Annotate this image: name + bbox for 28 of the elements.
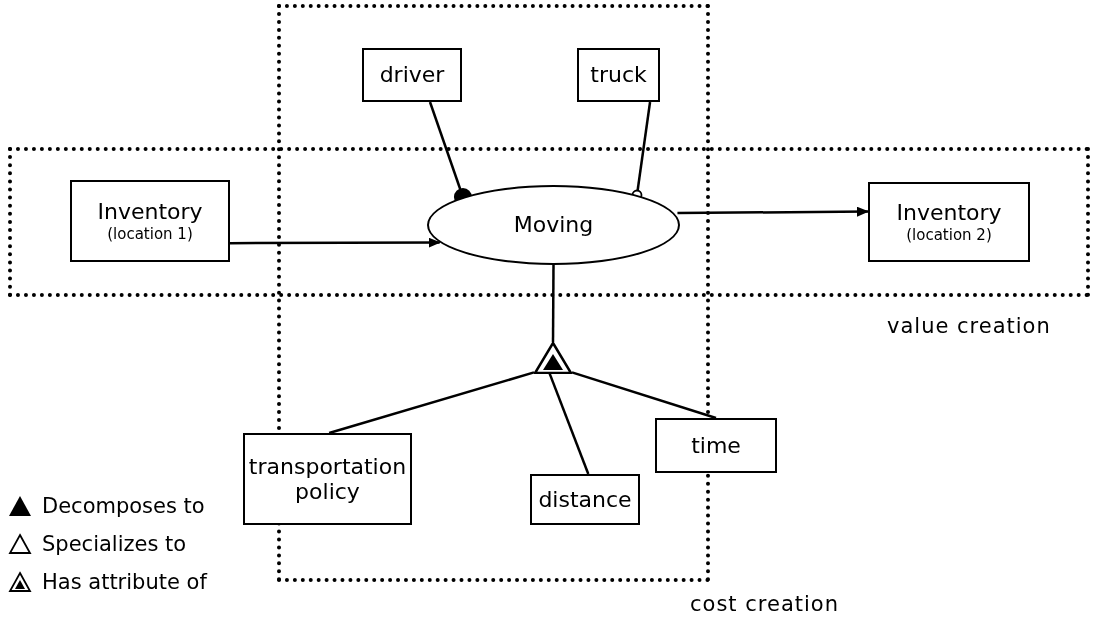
entity-box <box>70 180 230 262</box>
arrow <box>230 237 441 248</box>
node-label: time <box>691 432 741 459</box>
connector-line <box>548 371 590 475</box>
node-label: Moving <box>513 212 594 238</box>
connector-line <box>551 265 555 342</box>
node-label: driver <box>379 62 445 88</box>
arrow <box>677 206 869 217</box>
node-sublabel: (location 2) <box>906 225 992 244</box>
legend-label: Decomposes to <box>42 494 205 518</box>
attribute-triangle-icon <box>534 342 572 374</box>
node-label: Inventory <box>896 200 1002 226</box>
legend-label: Specializes to <box>42 532 187 556</box>
legend-label: Has attribute of <box>42 570 207 594</box>
node-label: transportation policy <box>247 453 408 505</box>
entity-box <box>577 48 660 102</box>
entity-box <box>362 48 462 102</box>
entity-box <box>530 474 640 525</box>
node-label: truck <box>590 62 647 88</box>
connector-line <box>328 371 535 435</box>
entity-box <box>243 433 412 525</box>
node-sublabel: (location 1) <box>107 224 193 243</box>
entity-box <box>655 418 777 473</box>
node-label: Inventory <box>97 199 203 225</box>
node-label: distance <box>538 486 632 513</box>
region-label: cost creation <box>690 592 839 616</box>
entity-box <box>868 182 1030 262</box>
region-label: value creation <box>887 314 1051 338</box>
